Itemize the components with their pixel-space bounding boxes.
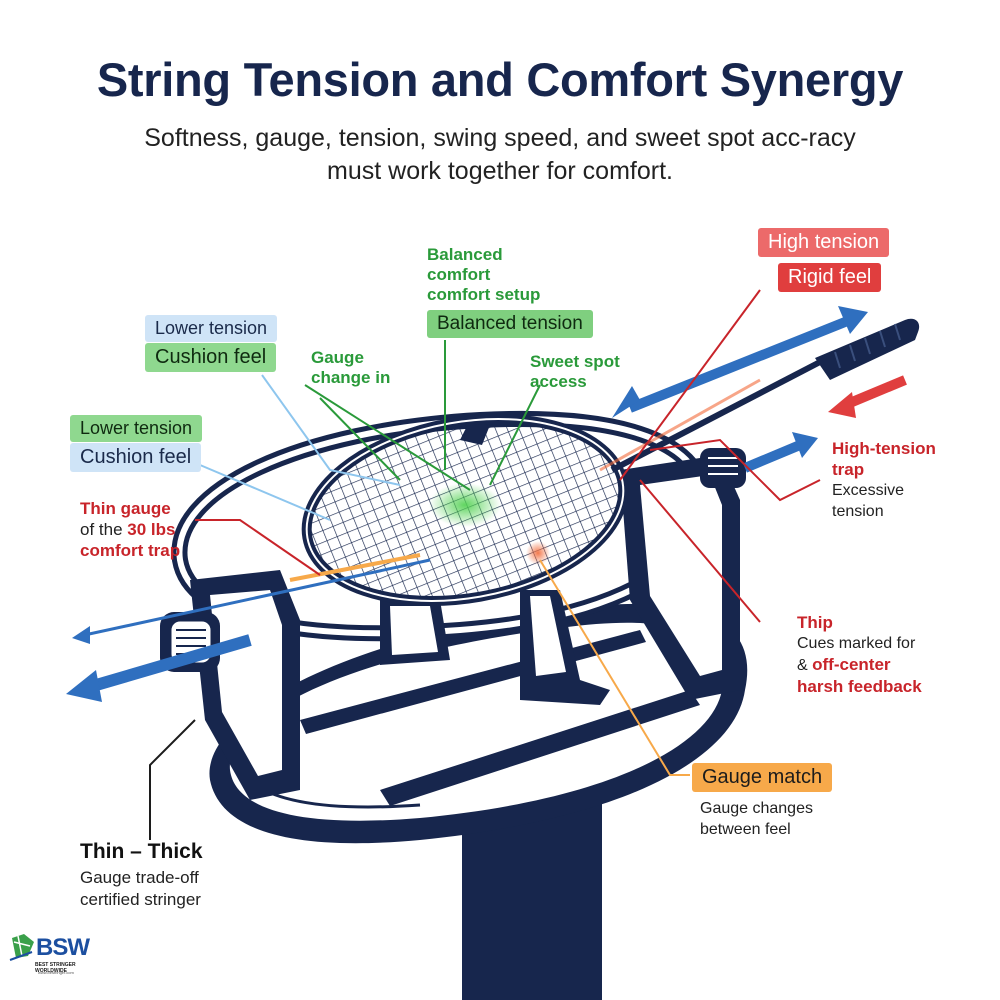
rigid-feel-chip: Rigid feel bbox=[778, 263, 882, 292]
off-center-text: off-center bbox=[812, 655, 891, 674]
logo-tagline: BEST STRINGER WORLDWIDE bbox=[35, 962, 76, 974]
right-clamp bbox=[620, 448, 746, 700]
comfort-trap-text: comfort trap bbox=[80, 541, 181, 560]
sweet-spot-label: Sweet spot access bbox=[530, 352, 620, 391]
balanced-tension-chip: Balanced tension bbox=[427, 310, 593, 338]
page-subtitle: Softness, gauge, tension, swing speed, a… bbox=[144, 124, 856, 185]
of-the-text: of the bbox=[80, 520, 123, 539]
harsh-feedback-text: harsh feedback bbox=[797, 677, 922, 696]
lower-tension-chip-left: Lower tension bbox=[70, 415, 203, 442]
high-tension-trap-text: High-tension trap bbox=[832, 439, 936, 479]
motion-arrows bbox=[66, 306, 907, 702]
gauge-changes-text: Gauge changes between feel bbox=[700, 800, 813, 838]
high-tension-trap-label: High-tension trap Excessive tension bbox=[832, 438, 962, 522]
high-tension-chip: High tension bbox=[758, 228, 890, 257]
thin-thick-text: Thin – Thick bbox=[80, 840, 203, 863]
left-clamp bbox=[160, 570, 300, 800]
off-center-hotspot bbox=[526, 541, 550, 565]
thin-thick-label: Thin – Thick Gauge trade-off certified s… bbox=[80, 840, 240, 911]
cushion-feel-chip-top: Cushion feel bbox=[145, 343, 277, 372]
logo-url: www.bestringer.com bbox=[38, 970, 74, 975]
cushion-feel-chip-left: Cushion feel bbox=[70, 443, 202, 472]
ampersand-text: & bbox=[797, 657, 808, 674]
callout-lines bbox=[149, 289, 821, 840]
center-supports bbox=[380, 420, 610, 705]
page-title: String Tension and Comfort Synergy bbox=[96, 53, 904, 106]
logo-mark-icon bbox=[9, 934, 34, 961]
gauge-match-chip: Gauge match bbox=[692, 763, 833, 792]
balanced-comfort-text: Balanced comfort comfort setup bbox=[427, 245, 541, 304]
lower-tension-chip-top: Lower tension bbox=[145, 315, 278, 342]
thirty-lbs-text: 30 lbs bbox=[127, 520, 176, 539]
excessive-tension-text: Excessive tension bbox=[832, 482, 905, 520]
gauge-change-label: Gauge change in bbox=[311, 348, 391, 387]
gauge-tradeoff-text: Gauge trade-off certified stringer bbox=[80, 868, 201, 909]
cues-marked-text: Cues marked for bbox=[797, 635, 916, 652]
logo-name: BSW bbox=[36, 934, 90, 961]
off-center-label: Thip Cues marked for & off-center harsh … bbox=[797, 612, 922, 697]
sweet-spot-highlight bbox=[429, 483, 501, 527]
balanced-comfort-label: Balanced comfort comfort setup bbox=[427, 245, 547, 305]
racket-handle bbox=[599, 318, 920, 473]
thip-text: Thip bbox=[797, 613, 833, 632]
thin-gauge-trap-label: Thin gauge of the 30 lbs comfort trap bbox=[80, 498, 180, 561]
bsw-logo: BSW BEST STRINGER WORLDWIDE www.bestring… bbox=[8, 930, 90, 990]
thin-gauge-text: Thin gauge bbox=[80, 499, 171, 518]
